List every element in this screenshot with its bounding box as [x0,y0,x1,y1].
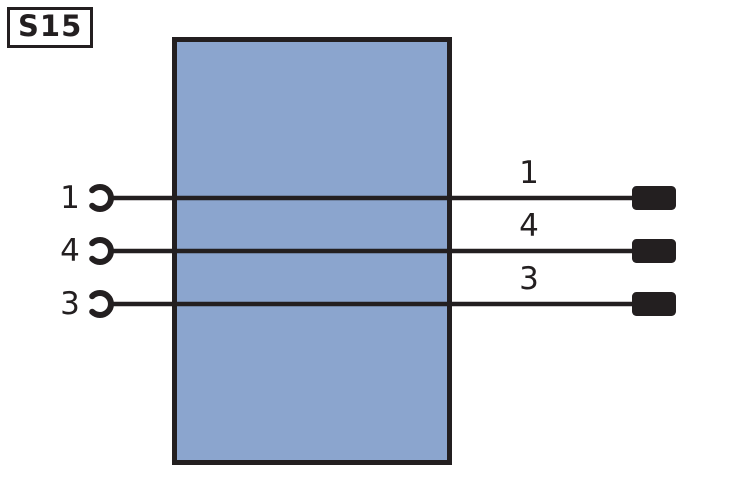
component-id-label: S15 [18,9,83,43]
socket-hook-icon-4 [89,237,114,265]
wire-label-1: 1 [519,155,539,191]
terminal-connector-4 [632,239,676,263]
wire-label-3: 3 [519,261,539,297]
socket-hook-icon-3 [89,290,114,318]
pin-label-4: 4 [60,233,80,269]
terminal-connector-3 [632,292,676,316]
pin-label-1: 1 [60,180,80,216]
terminal-connector-1 [632,186,676,210]
wire-label-4: 4 [519,208,539,244]
pin-label-3: 3 [60,286,80,322]
component-id-badge: S15 [7,7,94,48]
socket-hook-icon-1 [89,184,114,212]
